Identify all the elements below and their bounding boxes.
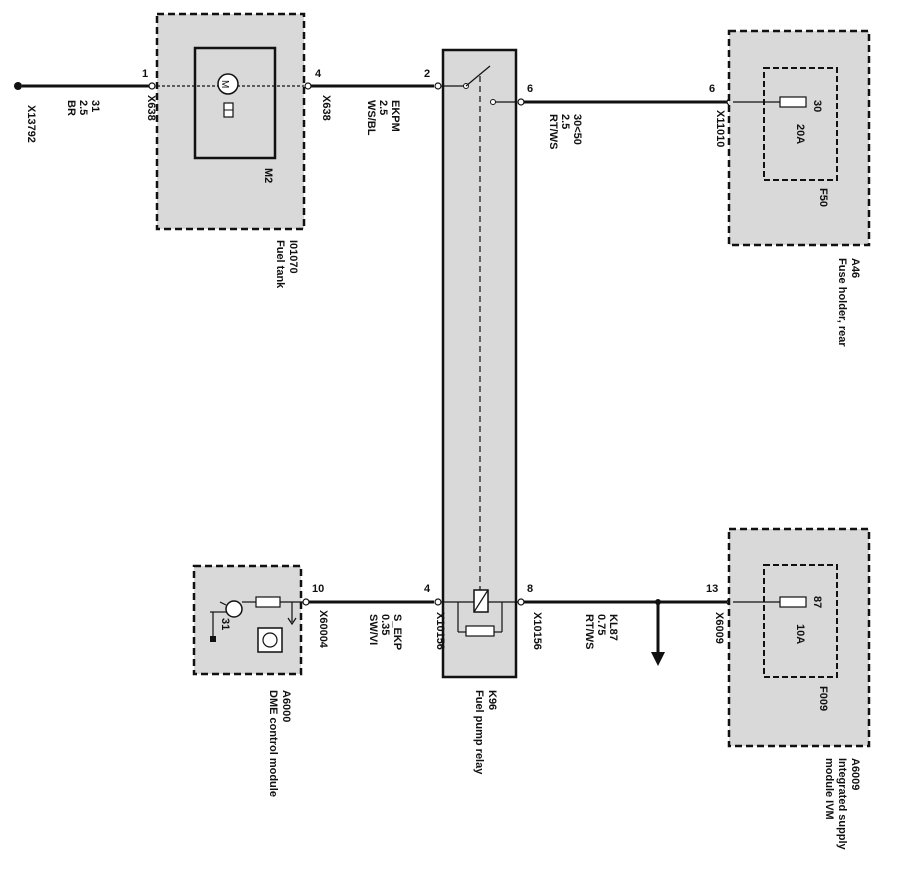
- fuel-pump-relay-box: [441, 48, 518, 679]
- ekpm-name: EKPM: [389, 100, 401, 132]
- s-ekp-terminal-left: 10: [312, 583, 324, 595]
- ground-color: BR: [65, 100, 77, 116]
- ground-symbol: [14, 82, 150, 90]
- branch-arrow-icon: [651, 599, 665, 666]
- fuse-holder-rear-box: [727, 29, 871, 247]
- dme-label: DME control module: [267, 690, 279, 797]
- fuel-pump-motor-box: [193, 46, 277, 160]
- ism-label-line1: Integrated supply: [836, 758, 848, 851]
- dme-pin: 31: [219, 618, 231, 630]
- fuse-wire-terminal-right: 6: [709, 83, 715, 95]
- ground-gauge: 2.5: [77, 100, 89, 115]
- kl87-gauge: 0.75: [595, 614, 607, 635]
- s-ekp-name: S_EKP: [391, 614, 403, 650]
- ground-terminal: 1: [142, 68, 148, 80]
- fuse-f009-rating: 10A: [794, 624, 806, 644]
- ekpm-terminal-left: 4: [315, 68, 322, 80]
- fuel-tank-label: Fuel tank: [274, 240, 286, 289]
- relay-id: K96: [486, 690, 498, 710]
- s-ekp-terminal-right: 4: [424, 583, 431, 595]
- ground-connector: X638: [145, 95, 157, 121]
- kl87-connector-right: X6009: [713, 612, 725, 644]
- fuse-holder-label: Fuse holder, rear: [836, 258, 848, 347]
- fuel-pump-id: M2: [262, 168, 274, 183]
- kl87-color: RT/WS: [583, 614, 595, 649]
- s-ekp-gauge: 0.35: [379, 614, 391, 635]
- s-ekp-connector-right: X10156: [434, 612, 446, 650]
- relay-label: Fuel pump relay: [473, 690, 485, 775]
- ekpm-gauge: 2.5: [377, 100, 389, 115]
- kl87-name: KL87: [607, 614, 619, 641]
- motor-icon: [217, 73, 239, 118]
- dme-sensor-icon: [210, 596, 304, 653]
- ekpm-color: WS/BL: [365, 100, 377, 136]
- dme-module-box: [192, 564, 303, 676]
- fuse-f50-pin: 30: [811, 100, 823, 112]
- fuse-f50-icon: [733, 96, 807, 108]
- fuse-wire-color: RT/WS: [547, 114, 559, 149]
- fuse-f009-id: F009: [817, 686, 829, 711]
- ism-module-box: [727, 527, 871, 748]
- fuse-wire-terminal-left: 6: [527, 83, 533, 95]
- fuse-f50-box: [763, 67, 838, 181]
- kl87-terminal-right: 13: [706, 583, 718, 595]
- s-ekp-connector: X60004: [317, 610, 329, 649]
- fuse-wire-connector: X11010: [714, 110, 726, 147]
- ground-id: X13792: [25, 105, 37, 143]
- kl87-connector: X10156: [531, 612, 543, 650]
- fuse-f009-pin: 87: [811, 596, 823, 608]
- motor-symbol: M: [219, 80, 230, 88]
- ism-id: A6009: [849, 758, 861, 790]
- ground-pin: 31: [89, 100, 101, 112]
- s-ekp-color: SW/VI: [367, 614, 379, 645]
- relay-switch-icon: [441, 65, 516, 590]
- ekpm-terminal-right: 2: [424, 68, 430, 80]
- fuse-wire-gauge: 2.5: [559, 114, 571, 129]
- fuse-holder-id: A46: [849, 258, 861, 278]
- fuse-f50-rating: 20A: [794, 124, 806, 144]
- fuse-wire-name: 30<50: [571, 114, 583, 145]
- kl87-terminal-left: 8: [527, 583, 533, 595]
- relay-coil-icon: [441, 589, 520, 637]
- ism-label-line2: module IVM: [823, 758, 835, 820]
- fuel-tank-id: I01070: [287, 240, 299, 274]
- dme-id: A6000: [280, 690, 292, 722]
- fuse-f009-icon: [733, 596, 807, 608]
- fuse-f009-box: [763, 564, 838, 678]
- fuse-f50-id: F50: [817, 188, 829, 207]
- ekpm-connector: X638: [320, 95, 332, 121]
